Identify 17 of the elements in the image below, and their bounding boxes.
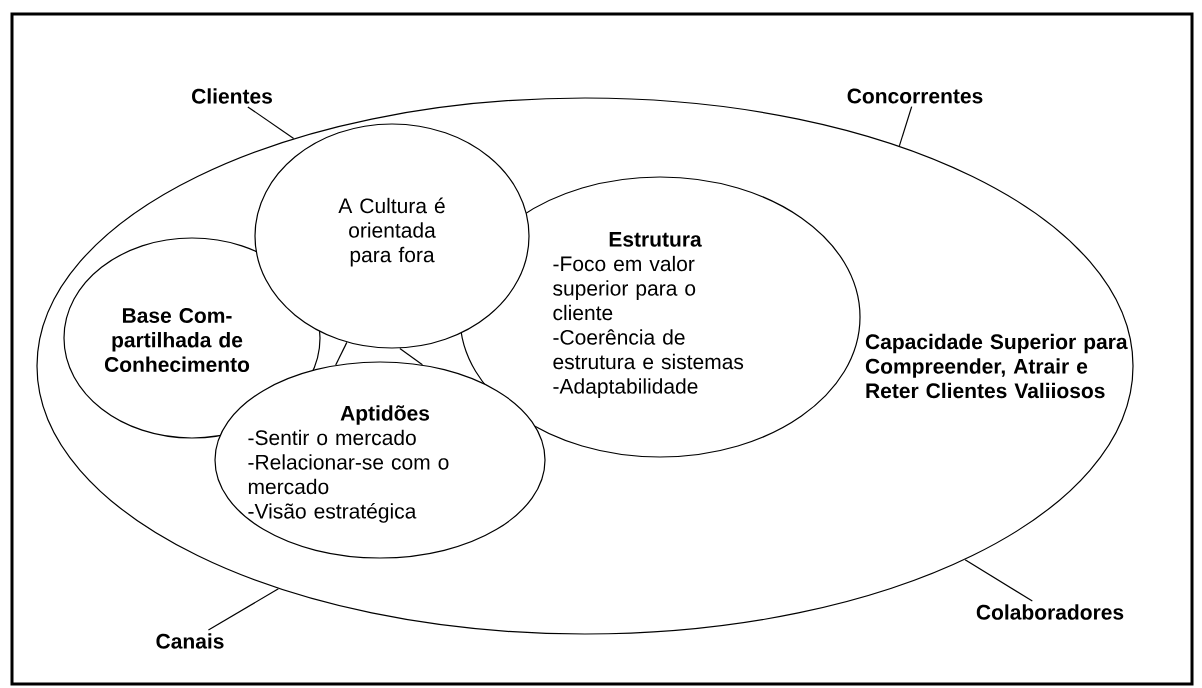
leader-line: [207, 588, 279, 631]
ellipse-text: Base Com-partilhada de Conhecimento: [104, 308, 250, 372]
ellipse-text: Estrutura -Foco em valor superior para o cliente -Coerência de estrutura e sistemas -Adaptabilidade: [553, 232, 744, 398]
ellipse: [254, 123, 530, 349]
connector-line: [335, 341, 348, 366]
label-text: Colaboradores: [976, 604, 1124, 620]
ellipse-text: Aptidões -Sentir o mercado -Relacionar-se com o mercado -Visão estratégica: [248, 405, 449, 523]
ellipse-text: A Cultura é orientada para fora: [338, 197, 445, 267]
ellipse-text: Capacidade Superior para Compreender, Atrair e Reter Clientes Valiiosos: [865, 333, 1128, 399]
leader-line: [247, 106, 295, 139]
connector-line: [399, 347, 424, 366]
label-text: Canais: [156, 633, 224, 649]
label-text: Concorrentes: [847, 88, 983, 104]
leader-line: [964, 559, 1033, 602]
ellipse: [459, 176, 861, 458]
label-text: Clientes: [192, 88, 272, 104]
leader-line: [898, 106, 913, 147]
